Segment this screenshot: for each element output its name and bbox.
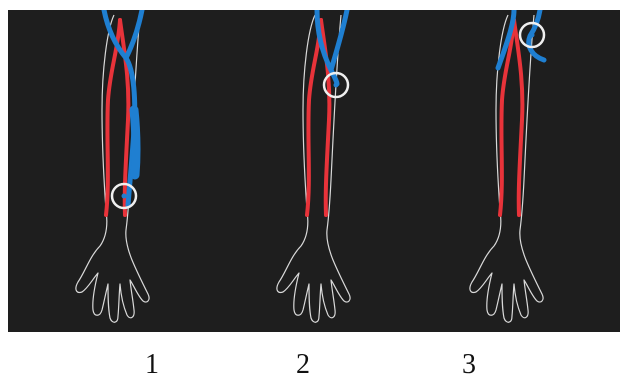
puncture-dot	[122, 194, 127, 199]
vein-blown	[134, 110, 136, 175]
panel-1-label: 1	[145, 351, 159, 379]
puncture-dot	[334, 83, 339, 88]
puncture-dot	[530, 33, 535, 38]
panel-2-label: 2	[296, 351, 310, 379]
arm-vasculature-figure	[8, 10, 620, 332]
panel-3-label: 3	[462, 351, 476, 379]
